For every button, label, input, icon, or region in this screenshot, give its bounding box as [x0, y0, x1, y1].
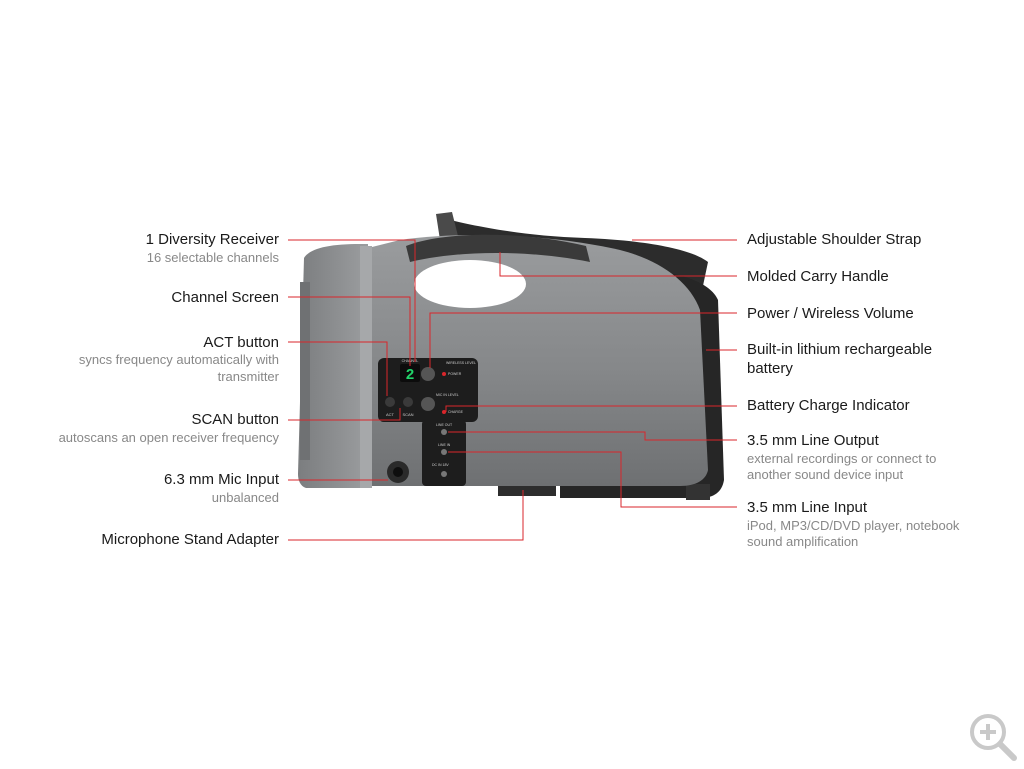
leader-diversity — [288, 239, 416, 362]
charge-label: CHARGE — [448, 410, 464, 414]
line-output-desc-1: external recordings or connect to — [747, 451, 937, 466]
leader-channel-screen — [288, 296, 411, 366]
line-input-desc-2: sound amplification — [747, 534, 859, 549]
mic-input-hole — [393, 467, 403, 477]
mic-level-knob — [421, 397, 435, 411]
battery-title-2: battery — [747, 360, 793, 377]
zoom-in-icon[interactable] — [964, 708, 1020, 764]
wireless-volume-knob — [421, 367, 435, 381]
channel-display — [400, 364, 420, 382]
channel-digit: 2 — [405, 367, 414, 384]
scan-button-title: SCAN button — [191, 411, 279, 428]
act-button — [385, 397, 395, 407]
leader-handle — [499, 252, 737, 277]
front-ring — [360, 246, 372, 488]
channel-screen-title: Channel Screen — [171, 289, 279, 306]
act-button-desc-1: syncs frequency automatically with — [78, 352, 279, 367]
carry-handle-opening — [414, 260, 526, 308]
scan-button-desc: autoscans an open receiver frequency — [58, 430, 279, 445]
wireless-level-label: WIRELESS LEVEL — [446, 361, 476, 365]
leader-line-input — [448, 451, 737, 508]
scan-button — [403, 397, 413, 407]
leader-volume — [429, 312, 737, 368]
carry-handle-title: Molded Carry Handle — [747, 268, 889, 285]
shoulder-strap-title: Adjustable Shoulder Strap — [747, 231, 922, 248]
charge-indicator-title: Battery Charge Indicator — [747, 397, 910, 414]
dc-in-label: DC IN 18V — [432, 463, 449, 467]
act-button-desc-2: transmitter — [217, 369, 279, 384]
scan-label: SCAN — [402, 412, 413, 417]
battery-title-1: Built-in lithium rechargeable — [747, 341, 933, 358]
rear-foot — [686, 484, 710, 500]
front-grille — [300, 282, 310, 460]
zoom-in-glyph — [970, 714, 1017, 761]
handle-top — [406, 234, 590, 262]
line-output-title: 3.5 mm Line Output — [747, 432, 879, 449]
line-input-desc-1: iPod, MP3/CD/DVD player, notebook — [747, 518, 960, 533]
line-input-title: 3.5 mm Line Input — [747, 499, 868, 516]
diversity-receiver-title: 1 Diversity Receiver — [145, 231, 279, 248]
leader-lines — [288, 239, 737, 541]
line-in-jack — [441, 449, 447, 455]
strap-buckle — [436, 212, 458, 240]
stand-adapter-title: Microphone Stand Adapter — [101, 531, 279, 548]
mic-input-title: 6.3 mm Mic Input — [163, 471, 279, 488]
line-in-label: LINE IN — [438, 443, 451, 447]
leader-stand-adapter — [288, 490, 524, 541]
mic-in-level-label: MIC IN LEVEL — [436, 393, 459, 397]
mic-input-desc: unbalanced — [211, 490, 279, 505]
line-out-jack — [441, 429, 447, 435]
dc-in-jack — [441, 471, 447, 477]
leader-act — [288, 341, 388, 396]
line-out-label: LINE OUT — [436, 423, 453, 427]
act-button-title: ACT button — [203, 334, 279, 351]
leader-scan — [288, 408, 401, 421]
diversity-receiver-desc: 16 selectable channels — [146, 250, 279, 265]
volume-title: Power / Wireless Volume — [747, 305, 914, 322]
power-led — [442, 372, 446, 376]
leader-line-output — [448, 431, 737, 441]
power-label: POWER — [448, 372, 462, 376]
act-label: ACT — [386, 412, 395, 417]
leader-charge — [445, 405, 737, 412]
front-housing — [298, 244, 368, 488]
charge-led — [442, 410, 446, 414]
line-output-desc-2: another sound device input — [747, 467, 904, 482]
